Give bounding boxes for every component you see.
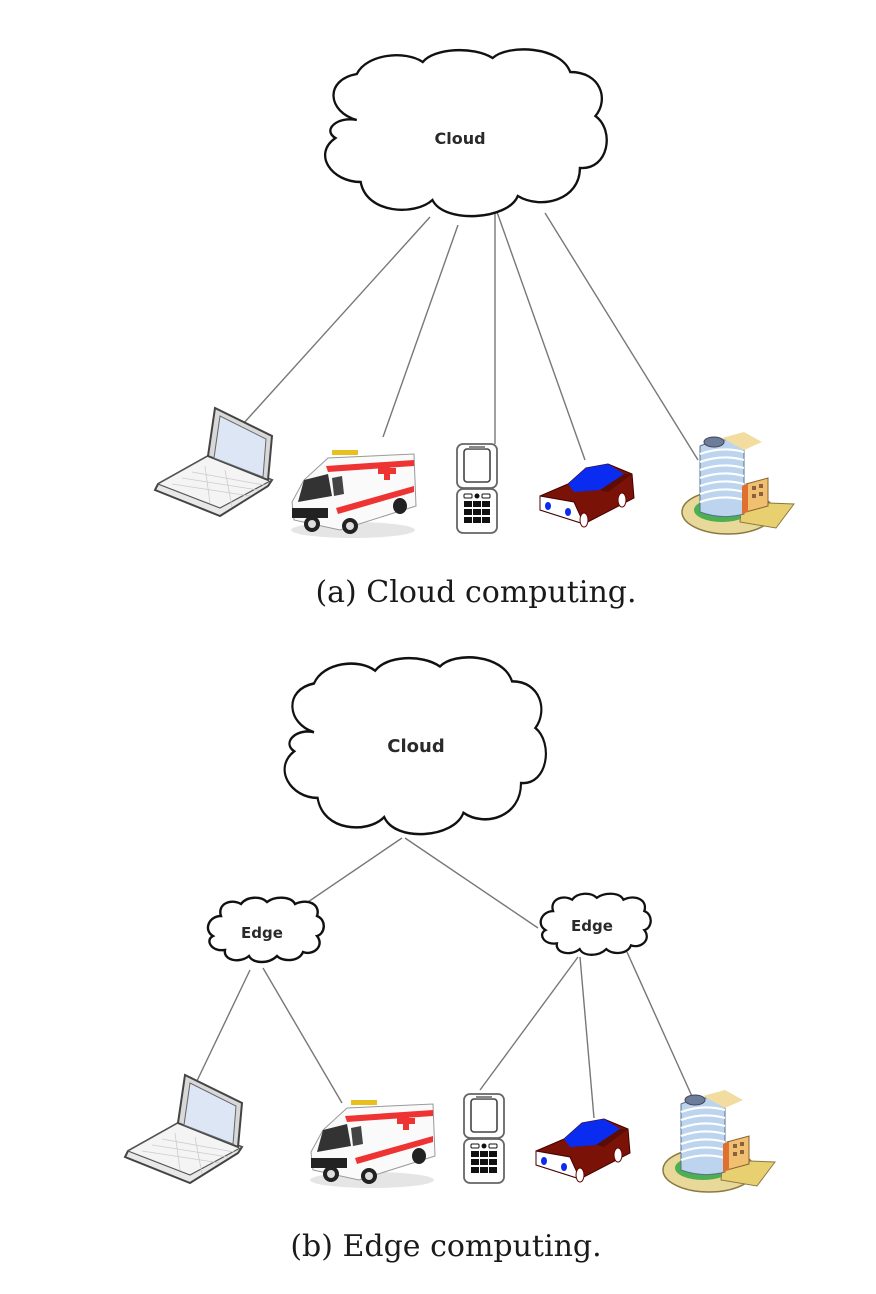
- link-edge-right-car: [579, 956, 595, 1119]
- link-cloud-edge-left: [301, 837, 403, 907]
- caption-b: (b) Edge computing.: [290, 1229, 601, 1264]
- building-icon: [661, 1088, 777, 1194]
- caption-a: (a) Cloud computing.: [315, 575, 636, 610]
- laptop-icon: [124, 1074, 243, 1184]
- link-edge-right-building: [626, 951, 696, 1104]
- mobile-phone-icon: [463, 1093, 505, 1184]
- link-cloud-edge-right: [404, 837, 539, 929]
- links-a: [242, 211, 699, 461]
- cloud-label-b: Cloud: [387, 736, 444, 757]
- cloud-label: Cloud: [434, 129, 485, 148]
- link-cloud-laptop: [242, 216, 431, 425]
- link-cloud-ambulance: [382, 224, 459, 438]
- link-edge-left-ambulance: [262, 967, 343, 1104]
- building-icon: [680, 430, 796, 536]
- ambulance-icon: [309, 1099, 436, 1189]
- car-icon: [535, 1118, 631, 1183]
- link-cloud-car: [496, 211, 586, 461]
- figure-b-edge-computing: Cloud Edge Edge (b) Edge computing.: [124, 656, 777, 1264]
- link-cloud-building: [544, 212, 699, 461]
- link-edge-right-phone: [479, 956, 579, 1091]
- ambulance-icon: [290, 449, 417, 539]
- edge-label-right: Edge: [571, 917, 613, 935]
- laptop-icon: [154, 407, 273, 517]
- edge-label-left: Edge: [241, 924, 283, 942]
- figure-a-cloud-computing: Cloud (a) Cloud computing.: [154, 48, 796, 610]
- car-icon: [539, 463, 635, 528]
- link-edge-left-laptop: [194, 969, 251, 1086]
- mobile-phone-icon: [456, 443, 498, 534]
- links-b: [194, 837, 696, 1119]
